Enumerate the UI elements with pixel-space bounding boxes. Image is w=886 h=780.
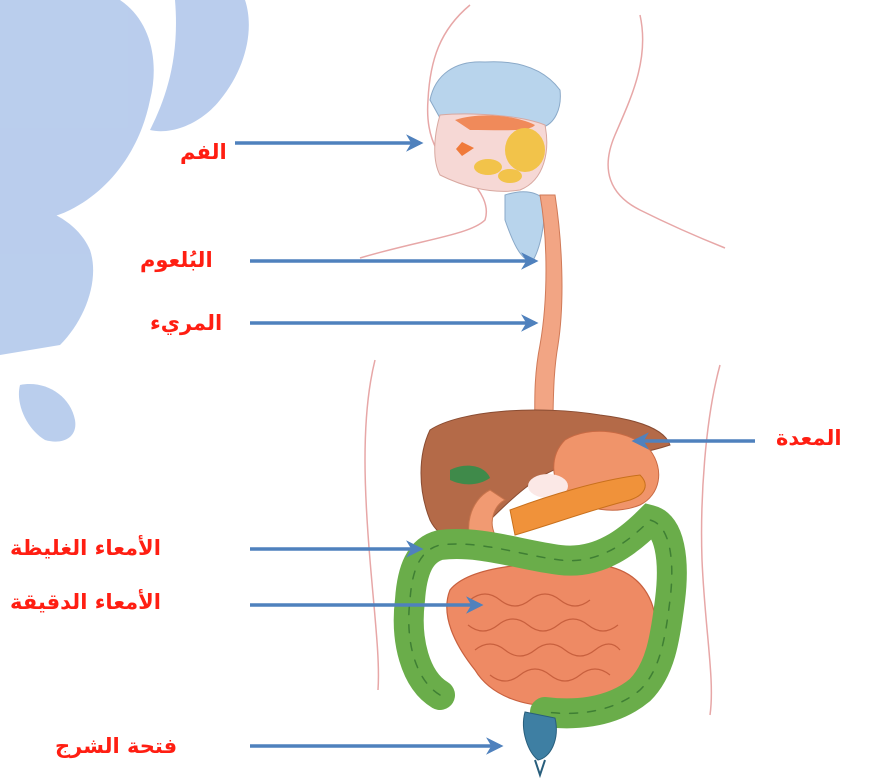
label-esophagus: المريء	[150, 313, 222, 334]
label-stomach: المعدة	[776, 428, 842, 449]
label-small-intestine: الأمعاء الدقيقة	[10, 592, 161, 613]
anus-opening	[535, 760, 545, 775]
rectum	[523, 712, 556, 760]
label-mouth: الفم	[180, 142, 227, 163]
label-anus: فتحة الشرج	[55, 736, 177, 757]
label-large-intestine: الأمعاء الغليظة	[10, 538, 161, 559]
label-pharynx: البُلعوم	[140, 250, 213, 271]
head-cavity	[430, 62, 560, 262]
watermark-decoration	[0, 0, 249, 442]
